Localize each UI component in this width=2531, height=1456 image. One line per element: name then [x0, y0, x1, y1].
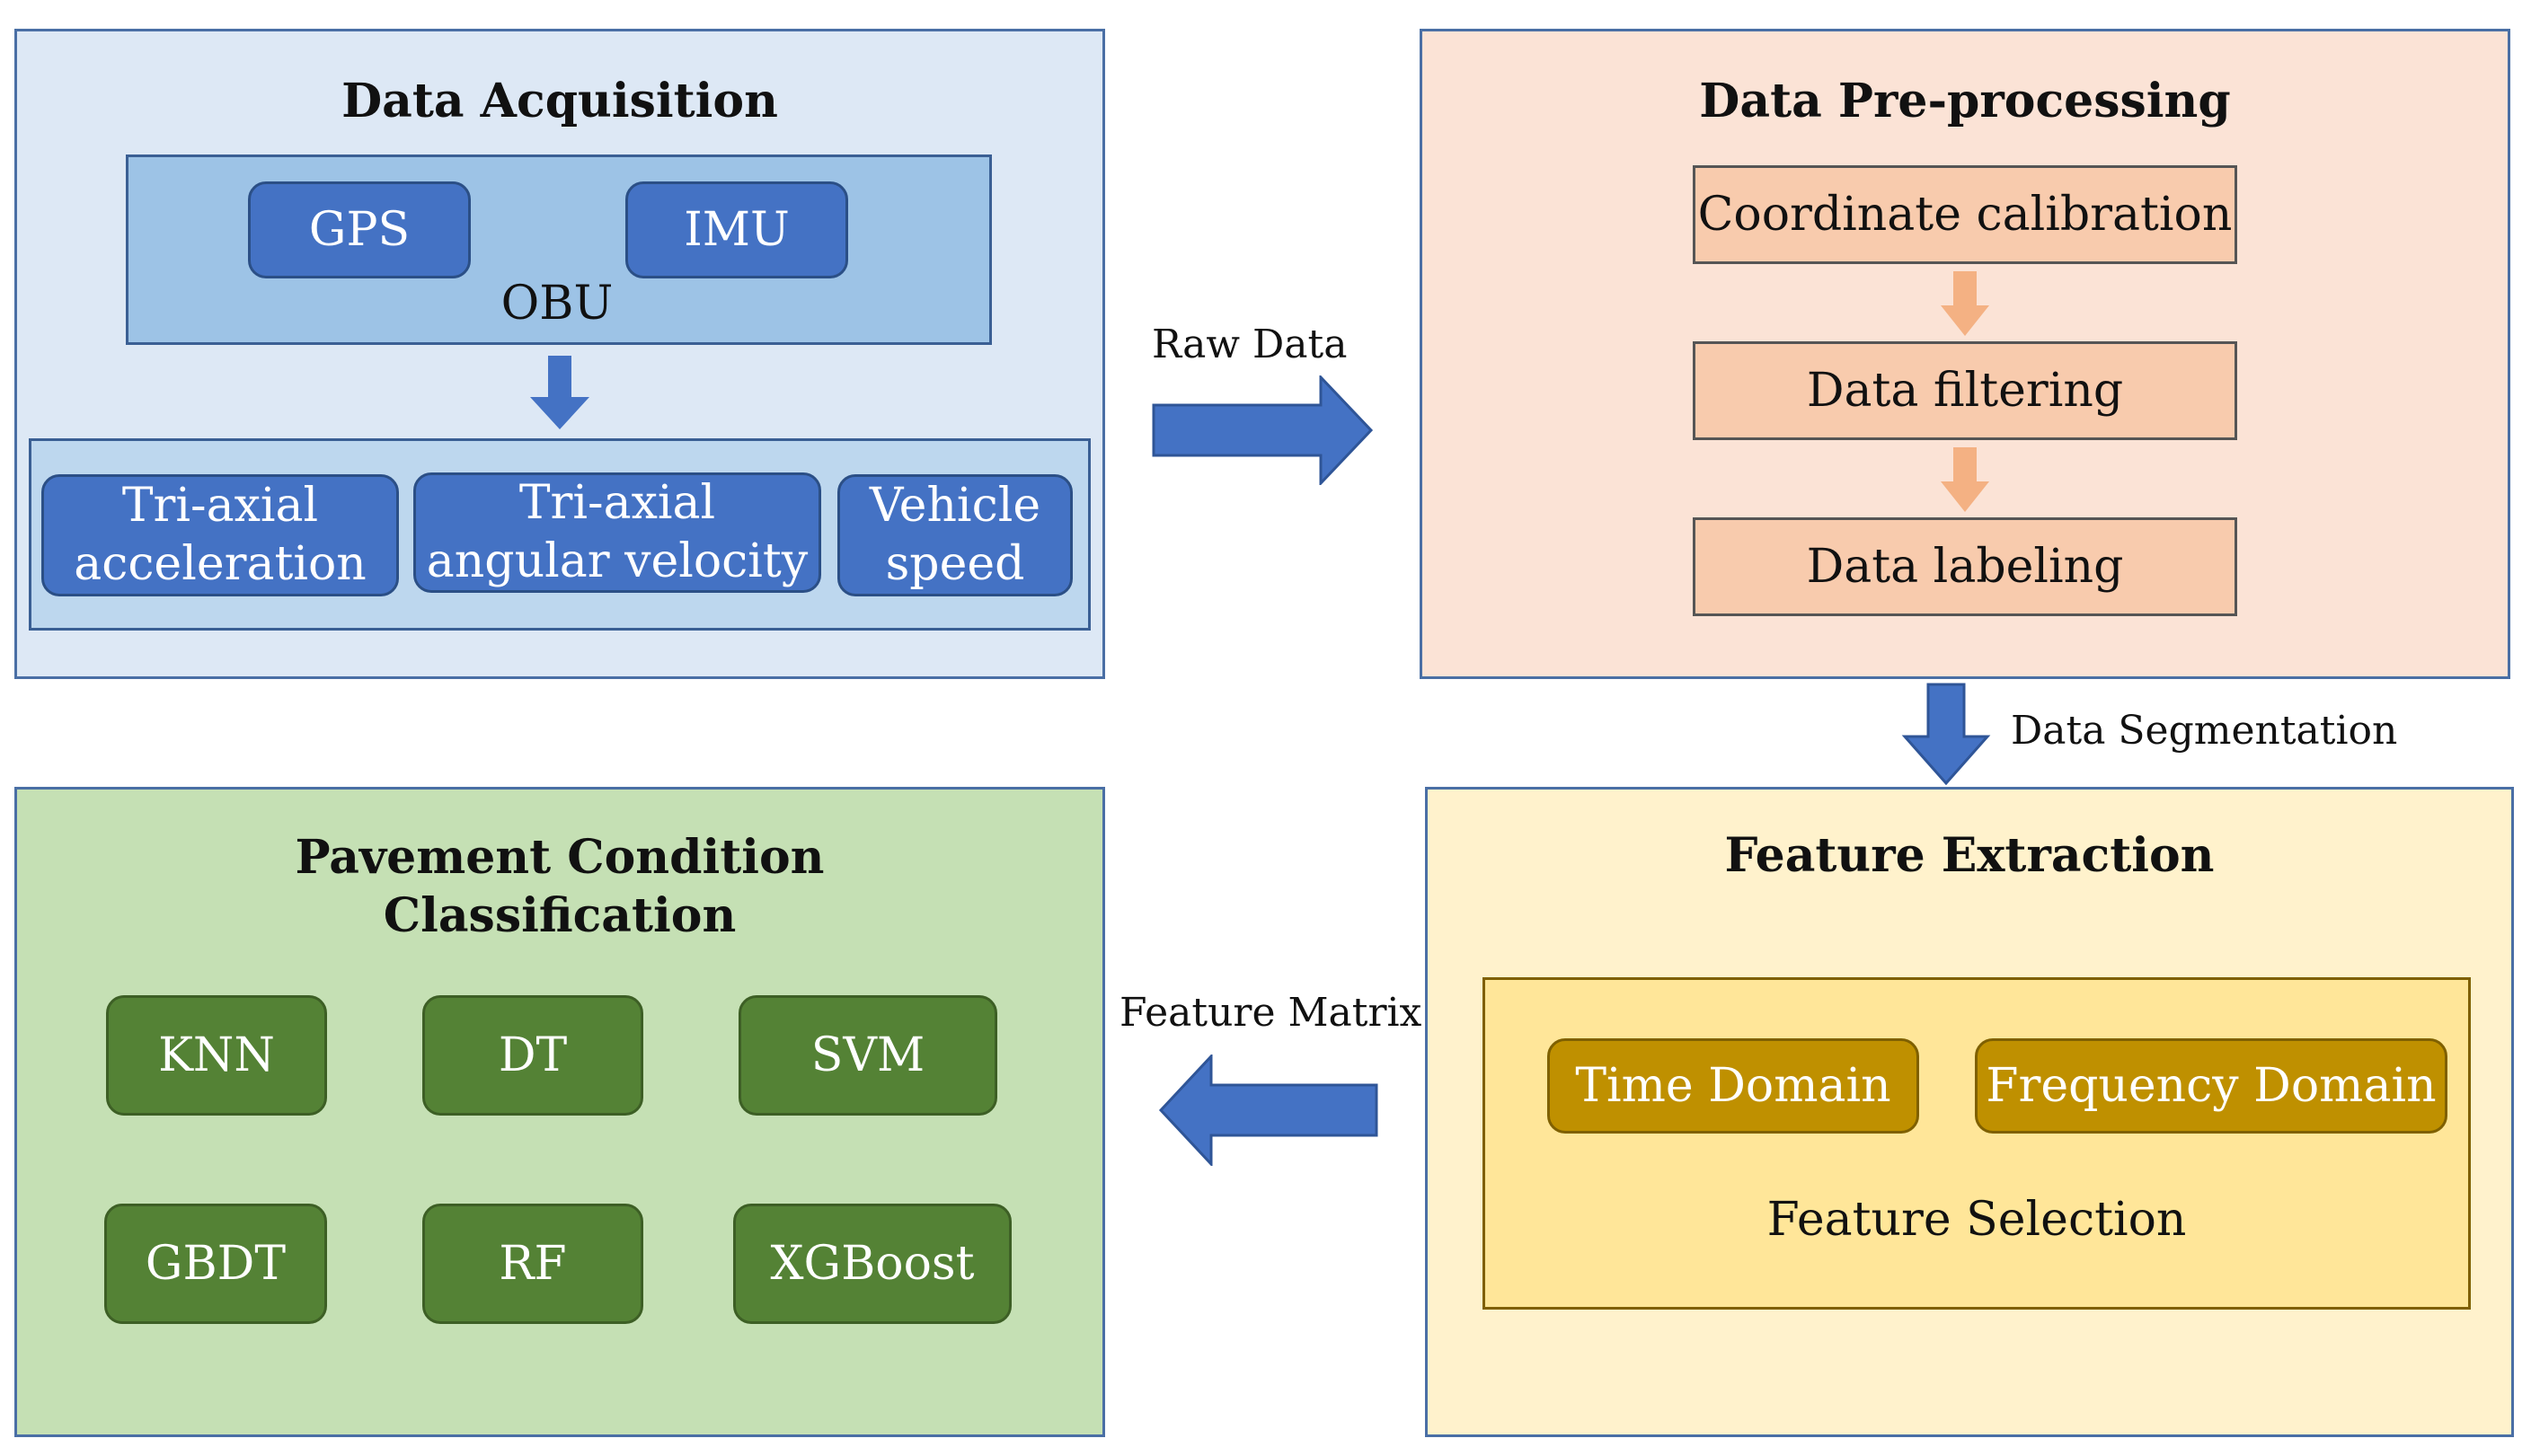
preprocessing-arrow-2: [1941, 447, 1989, 512]
imu-chip: IMU: [625, 181, 848, 278]
acquisition-down-arrow: [530, 356, 589, 429]
output-chip-angular-velocity: Tri-axial angular velocity: [413, 472, 821, 593]
feature-matrix-arrow: [1158, 1054, 1378, 1166]
output-chip-vehicle-speed: Vehicle speed: [837, 474, 1073, 596]
data-acquisition-title: Data Acquisition: [341, 73, 778, 128]
classification-title: Pavement Condition Classification: [295, 830, 825, 943]
data-preprocessing-title: Data Pre-processing: [1699, 73, 2231, 128]
gps-chip: GPS: [248, 181, 471, 278]
feature-selection-box: [1482, 977, 2471, 1310]
model-chip-gbdt: GBDT: [104, 1204, 327, 1324]
feature-selection-label: Feature Selection: [1766, 1193, 2187, 1247]
feature-extraction-title: Feature Extraction: [1724, 827, 2215, 883]
obu-label: OBU: [500, 277, 614, 331]
model-chip-rf: RF: [422, 1204, 643, 1324]
time-domain-chip: Time Domain: [1547, 1038, 1919, 1134]
frequency-domain-chip: Frequency Domain: [1975, 1038, 2447, 1134]
output-chip-acceleration: Tri-axial acceleration: [41, 474, 399, 596]
feature-matrix-label: Feature Matrix: [1119, 990, 1422, 1036]
data-segmentation-label: Data Segmentation: [2011, 708, 2398, 754]
preprocessing-arrow-1: [1941, 271, 1989, 336]
raw-data-arrow: [1152, 375, 1374, 485]
data-labeling-step: Data labeling: [1693, 517, 2237, 616]
coordinate-calibration-step: Coordinate calibration: [1693, 165, 2237, 264]
model-chip-knn: KNN: [106, 995, 327, 1116]
model-chip-svm: SVM: [739, 995, 997, 1116]
data-segmentation-arrow: [1901, 683, 1991, 786]
raw-data-label: Raw Data: [1152, 322, 1348, 367]
model-chip-xgboost: XGBoost: [733, 1204, 1012, 1324]
data-filtering-step: Data filtering: [1693, 341, 2237, 440]
model-chip-dt: DT: [422, 995, 643, 1116]
